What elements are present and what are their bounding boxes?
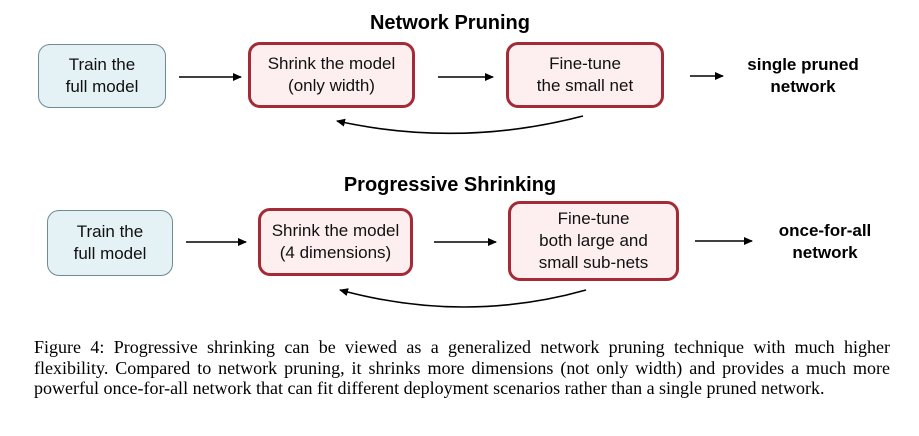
feedback-curve-2 (339, 288, 587, 308)
train-full-model-box-1: Train the full model (38, 44, 166, 108)
once-for-all-network-result: once-for-all network (778, 221, 872, 262)
fine-tune-box-1: Fine-tune the small net (506, 42, 664, 108)
network-pruning-title: Network Pruning (369, 12, 530, 34)
figure-caption: Figure 4: Progressive shrinking can be v… (34, 337, 890, 398)
fine-tune-label-2: Fine-tune both large and small sub-nets (538, 209, 649, 272)
fine-tune-label-1: Fine-tune the small net (536, 54, 634, 95)
fine-tune-box-2: Fine-tune both large and small sub-nets (508, 201, 679, 281)
shrink-model-box-1: Shrink the model (only width) (248, 42, 415, 108)
train-full-model-label-1: Train the full model (65, 55, 139, 96)
train-full-model-box-2: Train the full model (47, 210, 173, 276)
progressive-shrinking-title: Progressive Shrinking (343, 174, 557, 196)
shrink-model-box-2: Shrink the model (4 dimensions) (258, 208, 413, 276)
shrink-model-label-1: Shrink the model (only width) (267, 54, 396, 95)
single-pruned-network-result: single pruned network (747, 55, 859, 96)
feedback-curve-1 (336, 115, 584, 135)
shrink-model-label-2: Shrink the model (4 dimensions) (271, 221, 400, 262)
train-full-model-label-2: Train the full model (73, 222, 147, 263)
